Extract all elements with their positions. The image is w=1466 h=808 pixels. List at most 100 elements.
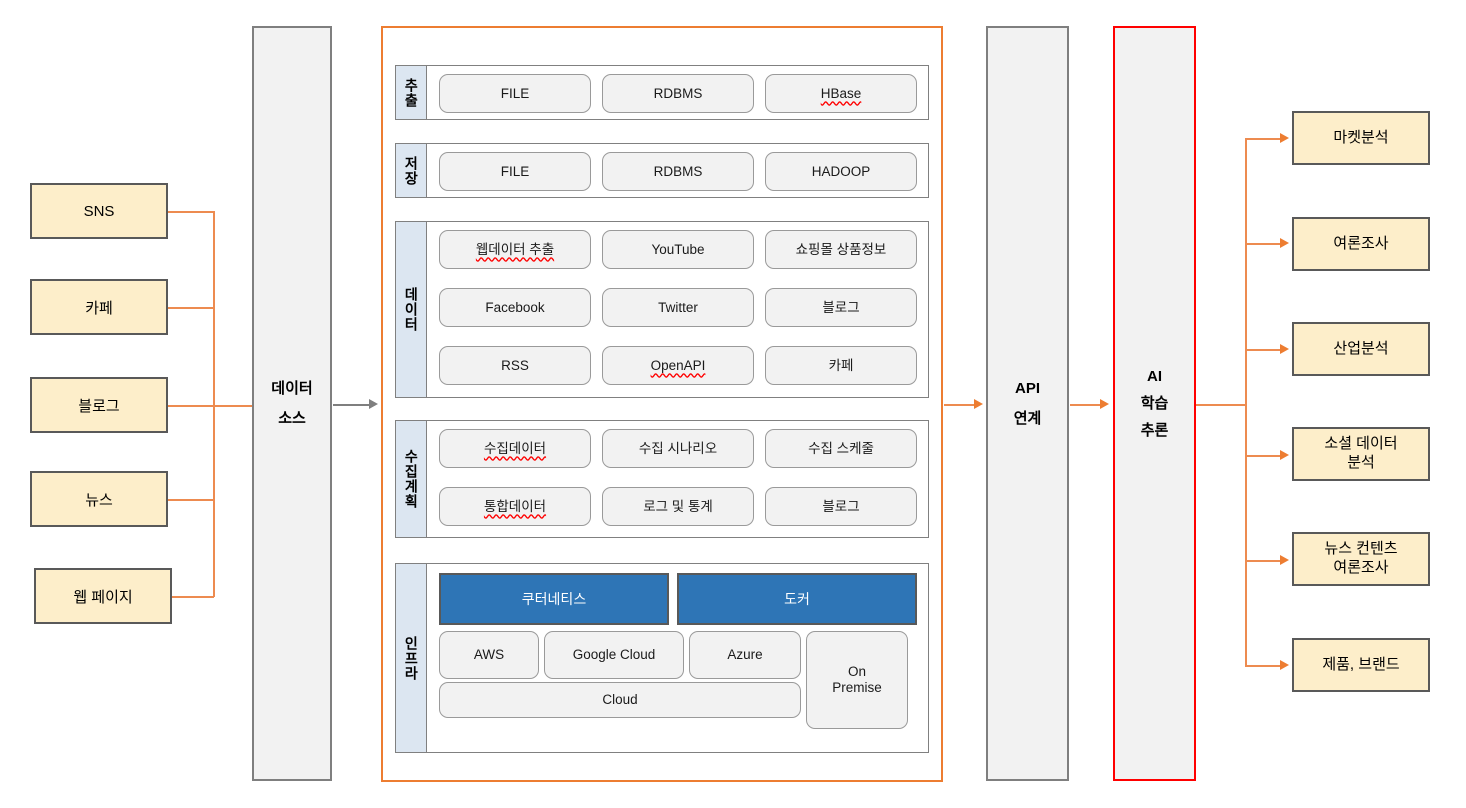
result-box-news-content-poll[interactable]: 뉴스 컨텐츠 여론조사 — [1292, 532, 1430, 586]
pillar-line: 데이터 — [271, 380, 313, 398]
connector-left-trunk — [213, 211, 215, 597]
result-label: 제품, 브랜드 — [1322, 655, 1400, 673]
chip-label: 수집데이터 — [483, 440, 547, 456]
pillar-ai[interactable]: AI 학습 추론 — [1113, 26, 1196, 781]
chip-youtube[interactable]: YouTube — [602, 230, 754, 269]
source-box-webpage[interactable]: 웹 페이지 — [34, 568, 172, 624]
result-label: 여론조사 — [1333, 234, 1389, 252]
source-box-blog[interactable]: 블로그 — [30, 377, 168, 433]
connector-result-1 — [1245, 138, 1284, 140]
connector-result-6 — [1245, 665, 1284, 667]
arrow-result-4 — [1280, 450, 1289, 460]
chip-label: FILE — [500, 163, 530, 179]
connector-api-to-ai — [1070, 404, 1104, 406]
chip-kubernetes[interactable]: 쿠터네티스 — [439, 573, 669, 625]
section-label-infra: 인프라 — [396, 564, 427, 752]
chip-aws[interactable]: AWS — [439, 631, 539, 679]
pillar-line: 추론 — [1140, 422, 1169, 439]
chip-label: 도커 — [784, 590, 810, 607]
result-box-social-data-analysis[interactable]: 소셜 데이터 분석 — [1292, 427, 1430, 481]
chip-storage-hadoop[interactable]: HADOOP — [765, 152, 917, 191]
chip-on-premise[interactable]: On Premise — [806, 631, 908, 729]
chip-collect-scenario[interactable]: 수집 시나리오 — [602, 429, 754, 468]
chip-cloud-bar[interactable]: Cloud — [439, 682, 801, 718]
connector-blog — [168, 405, 214, 407]
chip-label: RSS — [501, 357, 529, 373]
chip-storage-file[interactable]: FILE — [439, 152, 591, 191]
chip-blog[interactable]: 블로그 — [765, 288, 917, 327]
connector-webpage — [172, 596, 214, 598]
source-label: SNS — [83, 202, 115, 220]
chip-extract-rdbms[interactable]: RDBMS — [602, 74, 754, 113]
connector-news — [168, 499, 214, 501]
chip-integrated-data[interactable]: 통합데이터 — [439, 487, 591, 526]
chip-log-stats[interactable]: 로그 및 통계 — [602, 487, 754, 526]
chip-twitter[interactable]: Twitter — [602, 288, 754, 327]
result-box-opinion-poll[interactable]: 여론조사 — [1292, 217, 1430, 271]
connector-result-4 — [1245, 455, 1284, 457]
chip-label-line2: Premise — [832, 680, 882, 695]
section-label-storage: 저장 — [396, 144, 427, 197]
result-box-market-analysis[interactable]: 마켓분석 — [1292, 111, 1430, 165]
source-box-cafe[interactable]: 카페 — [30, 279, 168, 335]
pillar-line: 연계 — [1013, 409, 1042, 427]
chip-label: Google Cloud — [572, 647, 656, 663]
section-data: 데이터 웹데이터 추출 YouTube 쇼핑몰 상품정보 Facebook Tw… — [395, 221, 929, 398]
chip-label: 블로그 — [822, 299, 860, 315]
chip-label: YouTube — [651, 241, 705, 257]
chip-rss[interactable]: RSS — [439, 346, 591, 385]
chip-openapi[interactable]: OpenAPI — [602, 346, 754, 385]
chip-web-data-extract[interactable]: 웹데이터 추출 — [439, 230, 591, 269]
result-label-line1: 소셜 데이터 — [1324, 435, 1398, 453]
connector-to-data-source — [213, 405, 255, 407]
chip-label: RDBMS — [653, 163, 703, 179]
chip-label: 웹데이터 추출 — [475, 241, 555, 257]
connector-source-to-platform — [333, 404, 371, 406]
source-box-news[interactable]: 뉴스 — [30, 471, 168, 527]
chip-azure[interactable]: Azure — [689, 631, 801, 679]
chip-storage-rdbms[interactable]: RDBMS — [602, 152, 754, 191]
chip-facebook[interactable]: Facebook — [439, 288, 591, 327]
chip-extract-hbase[interactable]: HBase — [765, 74, 917, 113]
chip-cafe[interactable]: 카페 — [765, 346, 917, 385]
section-body-storage: FILE RDBMS HADOOP — [427, 144, 928, 197]
pillar-line: AI — [1147, 368, 1162, 385]
section-body-extract: FILE RDBMS HBase — [427, 66, 928, 119]
chip-google-cloud[interactable]: Google Cloud — [544, 631, 684, 679]
source-box-sns[interactable]: SNS — [30, 183, 168, 239]
pillar-api[interactable]: API 연계 — [986, 26, 1069, 781]
pillar-line: 학습 — [1140, 395, 1169, 412]
result-label-line2: 여론조사 — [1333, 559, 1389, 576]
chip-docker[interactable]: 도커 — [677, 573, 917, 625]
section-body-infra: 쿠터네티스 도커 AWS Google Cloud Azure On Premi… — [427, 564, 928, 752]
platform-panel: 추출 FILE RDBMS HBase 저장 FILE RDBMS — [381, 26, 943, 782]
arrow-result-5 — [1280, 555, 1289, 565]
result-label: 마켓분석 — [1333, 128, 1389, 146]
chip-label: OpenAPI — [650, 357, 706, 373]
chip-collect-schedule[interactable]: 수집 스케줄 — [765, 429, 917, 468]
chip-label: 쿠터네티스 — [521, 590, 587, 607]
pillar-data-source[interactable]: 데이터 소스 — [252, 26, 332, 781]
section-label-collection-plan: 수집계획 — [396, 421, 427, 537]
chip-label: RDBMS — [653, 85, 703, 101]
chip-label: 로그 및 통계 — [643, 498, 713, 514]
section-body-collection-plan: 수집데이터 수집 시나리오 수집 스케줄 통합데이터 로그 및 통계 블로그 — [427, 421, 928, 537]
result-box-product-brand[interactable]: 제품, 브랜드 — [1292, 638, 1430, 692]
chip-label: 수집 스케줄 — [808, 440, 874, 456]
chip-label-line1: On — [847, 664, 866, 680]
pillar-line: API — [1014, 380, 1040, 398]
section-label-data: 데이터 — [396, 222, 427, 397]
arrow-source-to-platform — [369, 399, 378, 409]
chip-shopping-mall[interactable]: 쇼핑몰 상품정보 — [765, 230, 917, 269]
result-box-industry-analysis[interactable]: 산업분석 — [1292, 322, 1430, 376]
connector-right-trunk — [1245, 138, 1247, 666]
chip-extract-file[interactable]: FILE — [439, 74, 591, 113]
arrow-result-6 — [1280, 660, 1289, 670]
arrow-platform-to-api — [974, 399, 983, 409]
chip-blog-plan[interactable]: 블로그 — [765, 487, 917, 526]
section-infra: 인프라 쿠터네티스 도커 AWS Google Cloud Azure On P… — [395, 563, 929, 753]
arrow-result-2 — [1280, 238, 1289, 248]
chip-label: Cloud — [602, 692, 638, 708]
chip-collect-data[interactable]: 수집데이터 — [439, 429, 591, 468]
connector-result-5 — [1245, 560, 1284, 562]
